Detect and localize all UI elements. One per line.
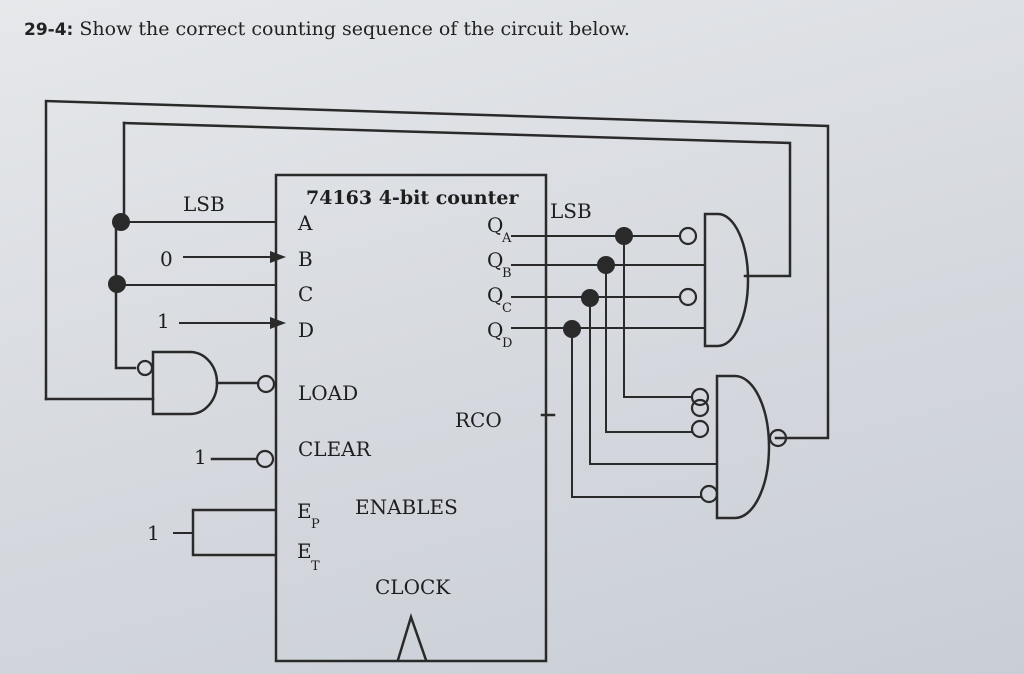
enable-p-sub: P xyxy=(311,517,320,532)
enable-value: 1 xyxy=(147,521,160,545)
input-d-arrow xyxy=(179,317,286,329)
input-d-label: D xyxy=(298,318,314,342)
problem-number: 29-4: xyxy=(24,20,74,40)
enable-t-sub: T xyxy=(311,559,320,574)
clear-input-wire xyxy=(210,449,275,469)
load-label: LOAD xyxy=(298,381,358,405)
feedback-outer-loop xyxy=(44,99,830,440)
upper-nand-gate xyxy=(678,212,750,348)
output-qd-letter: Q xyxy=(487,318,503,342)
input-a-label: A xyxy=(297,211,313,235)
junction-c xyxy=(108,275,126,293)
enable-input-bracket xyxy=(191,508,276,557)
enable-p-letter: E xyxy=(297,499,312,523)
output-qc-letter: Q xyxy=(487,283,503,307)
lsb-right-label: LSB xyxy=(550,199,592,223)
clear-label: CLEAR xyxy=(298,437,372,461)
input-b-arrow xyxy=(183,251,286,263)
problem-title: 29-4: Show the correct counting sequence… xyxy=(24,18,630,40)
feedback-inner-loop xyxy=(122,121,792,278)
output-qc-sub: C xyxy=(502,301,512,316)
counter-box xyxy=(274,173,548,663)
enable-t-letter: E xyxy=(297,539,312,563)
clock-triangle xyxy=(396,612,428,662)
drop-qc xyxy=(589,297,718,465)
input-c-label: C xyxy=(298,282,313,306)
rco-label: RCO xyxy=(455,408,502,432)
lsb-left-label: LSB xyxy=(183,192,225,216)
input-b-value: 0 xyxy=(160,247,173,271)
clock-label: CLOCK xyxy=(375,575,451,599)
tap-c-vertical xyxy=(114,220,137,370)
drop-qd xyxy=(571,328,701,498)
counter-title: 74163 4-bit counter xyxy=(306,187,519,209)
output-qa-sub: A xyxy=(501,231,512,246)
problem-text: Show the correct counting sequence of th… xyxy=(79,18,630,40)
load-nand-gate xyxy=(44,350,276,416)
clear-value: 1 xyxy=(194,445,207,469)
drop-qb xyxy=(605,264,693,433)
output-qd-sub: D xyxy=(502,336,512,351)
output-qa-letter: Q xyxy=(487,213,503,237)
input-b-label: B xyxy=(298,247,313,271)
input-d-value: 1 xyxy=(157,309,170,333)
output-qb-sub: B xyxy=(502,266,512,281)
enables-label: ENABLES xyxy=(355,495,458,519)
output-qb-letter: Q xyxy=(487,248,503,272)
drop-qa xyxy=(623,235,693,398)
lower-nand-gate xyxy=(690,374,788,520)
